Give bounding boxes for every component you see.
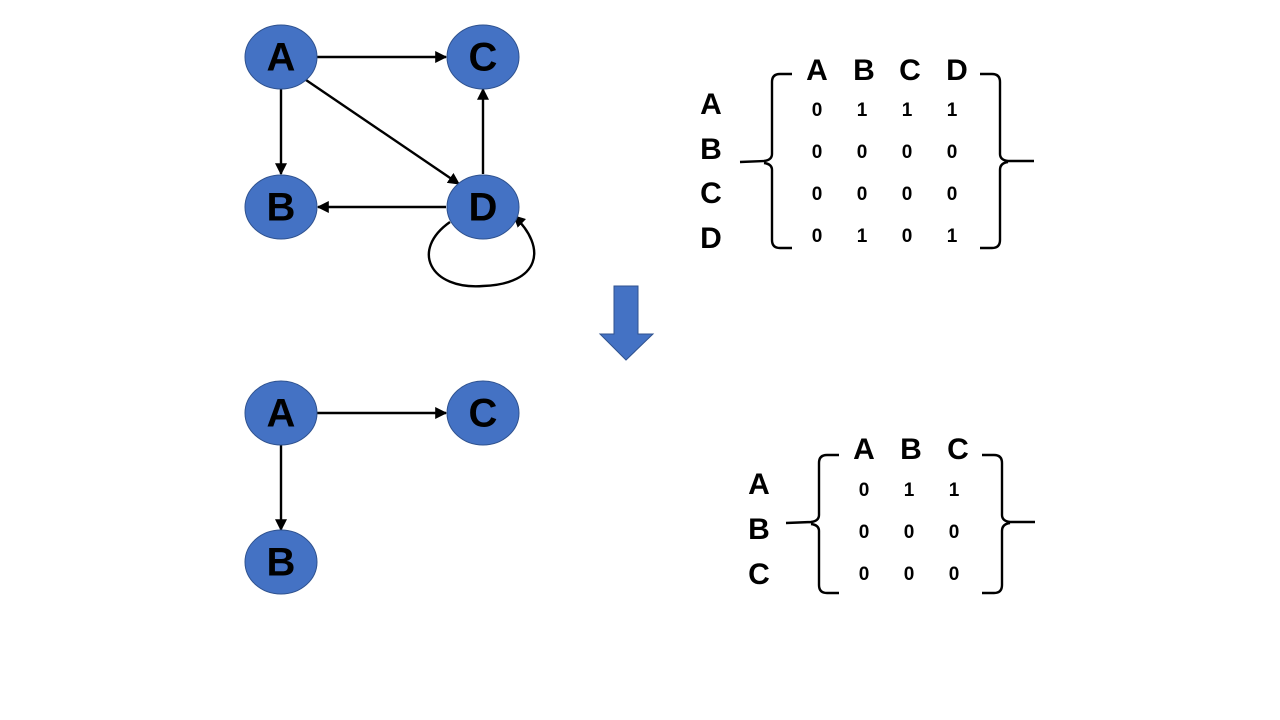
node-label: C bbox=[469, 392, 498, 436]
matrix-cell: 0 bbox=[902, 226, 913, 247]
matrix-row-header: B bbox=[700, 133, 722, 166]
graph-original: A C B D bbox=[244, 24, 536, 288]
matrix-cell: 0 bbox=[812, 100, 823, 121]
matrix-cell: 0 bbox=[949, 564, 960, 585]
matrix-left-brace bbox=[739, 72, 792, 250]
matrix-row-header: D bbox=[700, 222, 722, 255]
matrix-cell: 0 bbox=[812, 226, 823, 247]
matrix-cell: 0 bbox=[947, 142, 958, 163]
matrix-col-header: A bbox=[806, 54, 828, 87]
matrix-cell: 0 bbox=[859, 564, 870, 585]
edge-a-to-d bbox=[305, 79, 460, 185]
graph-reduced-node-b: B bbox=[244, 529, 318, 595]
matrix-cell: 0 bbox=[812, 184, 823, 205]
edge-d-self-loop bbox=[427, 215, 536, 288]
adjacency-matrix-original: A B C D A B C D 0 1 1 1 0 0 0 0 0 0 0 0 … bbox=[700, 54, 1034, 255]
matrix-col-header: C bbox=[899, 54, 921, 87]
matrix-cell: 0 bbox=[904, 522, 915, 543]
matrix-cell: 0 bbox=[812, 142, 823, 163]
matrix-row-header: C bbox=[700, 177, 722, 210]
matrix-cell: 1 bbox=[857, 226, 868, 247]
matrix-row-header: A bbox=[700, 88, 722, 121]
matrix-col-header: A bbox=[853, 433, 875, 466]
graph-original-edges bbox=[275, 51, 536, 288]
matrix-cell: 0 bbox=[902, 142, 913, 163]
matrix-row-header: A bbox=[748, 468, 770, 501]
matrix-cell: 0 bbox=[857, 142, 868, 163]
node-label: B bbox=[267, 541, 296, 585]
matrix-col-header: C bbox=[947, 433, 969, 466]
matrix-cell: 1 bbox=[947, 226, 958, 247]
matrix-cell: 1 bbox=[947, 100, 958, 121]
matrix-col-header: B bbox=[900, 433, 922, 466]
matrix-col-headers: A B C D bbox=[806, 54, 968, 87]
matrix-right-brace bbox=[980, 72, 1034, 250]
matrix-row-headers: A B C bbox=[748, 468, 770, 591]
matrix-cell: 1 bbox=[902, 100, 913, 121]
matrix-col-header: B bbox=[853, 54, 875, 87]
graph-original-node-c: C bbox=[446, 24, 520, 90]
adjacency-matrix-reduced: A B C A B C 0 1 1 0 0 0 0 0 0 bbox=[748, 433, 1035, 595]
matrix-cell: 1 bbox=[857, 100, 868, 121]
node-label: C bbox=[469, 36, 498, 80]
matrix-row-header: C bbox=[748, 558, 770, 591]
matrix-row-headers: A B C D bbox=[700, 88, 722, 255]
matrix-left-brace bbox=[785, 453, 839, 595]
matrix-cell: 0 bbox=[947, 184, 958, 205]
graph-original-node-d: D bbox=[446, 174, 520, 240]
down-arrow-icon bbox=[598, 285, 655, 361]
node-label: D bbox=[469, 186, 498, 230]
node-label: B bbox=[267, 186, 296, 230]
matrix-cell: 0 bbox=[857, 184, 868, 205]
matrix-col-headers: A B C bbox=[853, 433, 969, 466]
matrix-cell: 1 bbox=[949, 480, 960, 501]
node-label: A bbox=[267, 36, 296, 80]
matrix-cell: 0 bbox=[949, 522, 960, 543]
matrix-col-header: D bbox=[946, 54, 968, 87]
matrix-cell: 0 bbox=[902, 184, 913, 205]
graph-reduced: A C B bbox=[244, 380, 520, 595]
matrix-right-brace bbox=[982, 453, 1035, 595]
graph-original-node-b: B bbox=[244, 174, 318, 240]
node-label: A bbox=[267, 392, 296, 436]
matrix-row-header: B bbox=[748, 513, 770, 546]
graph-reduced-edges bbox=[275, 407, 448, 532]
matrix-cell: 0 bbox=[859, 480, 870, 501]
matrix-cell: 0 bbox=[859, 522, 870, 543]
matrix-cells: 0 1 1 0 0 0 0 0 0 bbox=[859, 480, 960, 585]
matrix-cell: 0 bbox=[904, 564, 915, 585]
matrix-cell: 1 bbox=[904, 480, 915, 501]
graph-reduced-node-c: C bbox=[446, 380, 520, 446]
graph-original-node-a: A bbox=[244, 24, 318, 90]
graph-reduced-node-a: A bbox=[244, 380, 318, 446]
matrix-cells: 0 1 1 1 0 0 0 0 0 0 0 0 0 1 0 1 bbox=[812, 100, 958, 247]
